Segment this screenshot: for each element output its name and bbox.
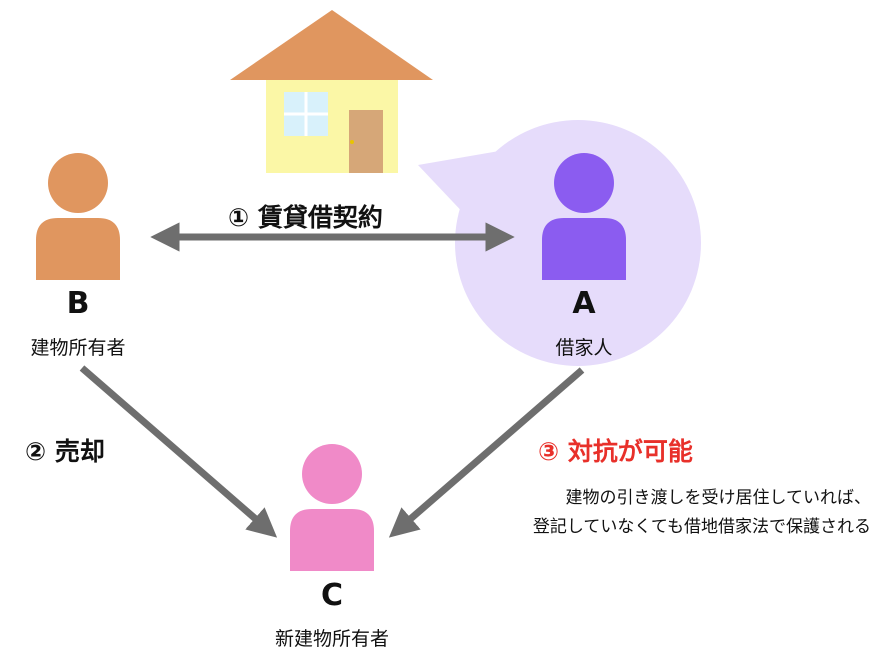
party-a-role: 借家人 [555,337,613,359]
party-a-letter: A [572,286,596,321]
person-icon [290,444,374,571]
party-c-letter: C [320,578,344,613]
oppose-arrow [388,367,585,538]
step-oppose-label: ③ 対抗が可能 [538,437,693,466]
person-icon [542,153,626,280]
person-icon [36,153,120,280]
protection-note-line1: 建物の引き渡しを受け居住していれば、 [565,488,872,508]
protection-note: 建物の引き渡しを受け居住していれば、 登記していなくても借地借家法で保護される [533,484,871,542]
party-b-letter: B [66,286,90,321]
party-b-role: 建物所有者 [30,337,126,359]
step-lease-label: ① 賃貸借契約 [228,203,383,232]
house-icon [230,10,433,173]
step-sale-label: ② 売却 [25,437,105,466]
party-c-role: 新建物所有者 [274,628,389,650]
sale-arrow [79,365,278,538]
protection-note-line2: 登記していなくても借地借家法で保護される [532,517,871,537]
